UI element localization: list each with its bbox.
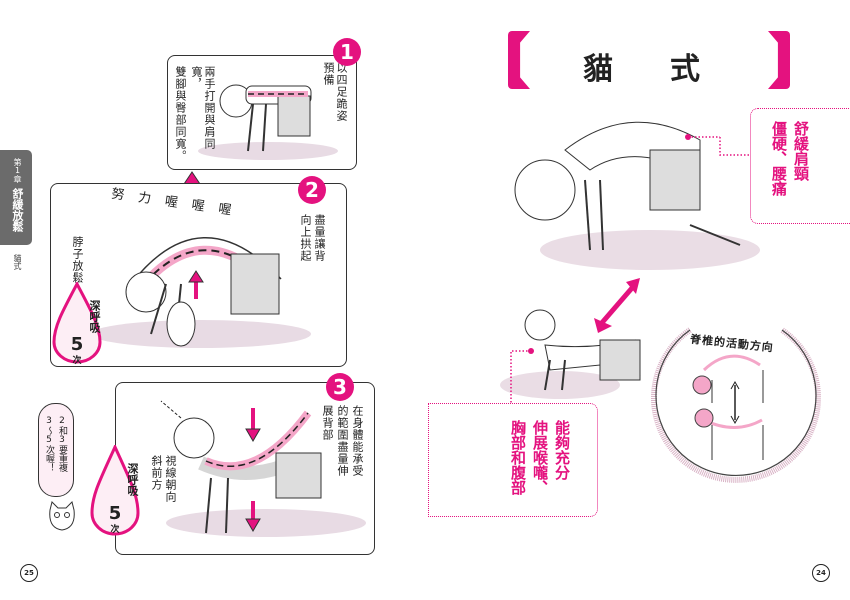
step1-title: 以四足跪姿預備 <box>322 62 348 122</box>
step2-badge: 2 <box>298 176 326 204</box>
step2-title-1: 盡量讓背 <box>313 214 326 262</box>
benefit-bottom-line-3: 胸部和腹部 <box>509 420 527 495</box>
step1-panel: 以四足跪姿預備 兩手打開與肩同寬， 雙腳與臀部同寬。 <box>167 55 357 170</box>
step3-breath-drop: 深呼吸 5 次 <box>90 445 140 537</box>
bubble-line-1: 2和3要重複 <box>57 416 67 472</box>
neck-relax-note: 脖子放鬆 <box>71 236 84 284</box>
chapter-label: 第1章 <box>13 158 22 183</box>
page-title-char-2: 式 <box>670 52 700 87</box>
page-number-left: 25 <box>20 564 38 582</box>
chapter-side-tab: 第1章 舒緩放鬆 <box>0 150 32 245</box>
breath-unit: 次 <box>72 356 82 366</box>
benefit-top-line-1: 舒緩肩頸 <box>792 121 810 181</box>
breath-count: 5 <box>70 334 84 355</box>
benefit-bottom-line-2: 伸展喉嚨、 <box>531 420 549 495</box>
step2-illustration <box>91 237 311 348</box>
breath-count: 5 <box>108 503 122 524</box>
sub-section-label: 貓式 <box>13 254 22 270</box>
breath-label: 深呼吸 <box>126 463 139 496</box>
title-bracket-right <box>768 31 790 89</box>
gaze-note-2: 斜前方 <box>150 455 163 491</box>
breath-label: 深呼吸 <box>88 300 101 333</box>
step2-panel: 努力喔喔喔 盡量讓背 向上拱起 脖子放鬆 <box>50 183 347 367</box>
benefit-bottom-line-1: 能夠充分 <box>553 420 571 480</box>
section-label: 舒緩放鬆 <box>11 188 24 232</box>
benefit-bottom-callout: 能夠充分 伸展喉嚨、 胸部和腹部 <box>428 403 598 517</box>
benefit-top-line-2: 僵硬、腰痛 <box>770 121 788 196</box>
cat-speech-bubble: 2和3要重複 3～5次喔！ <box>38 403 74 497</box>
step3-title-3: 展背部 <box>321 405 334 441</box>
step3-panel: 在身體能承受 的範圍盡量伸 展背部 視線朝向 斜前方 <box>115 382 375 555</box>
title-bracket-left <box>508 31 530 89</box>
step1-illustration <box>198 84 338 160</box>
step1-note-2: 雙腳與臀部同寬。 <box>174 66 187 162</box>
step1-note-1: 兩手打開與肩同寬， <box>190 66 216 150</box>
page-number-right: 24 <box>812 564 830 582</box>
step1-badge: 1 <box>333 38 361 66</box>
bubble-line-2: 3～5次喔！ <box>44 416 54 472</box>
benefit-top-callout: 舒緩肩頸 僵硬、腰痛 <box>750 108 850 224</box>
page-title-char-1: 貓 <box>583 52 613 87</box>
step3-badge: 3 <box>326 373 354 401</box>
gaze-note-1: 視線朝向 <box>164 455 177 503</box>
step3-title-1: 在身體能承受 <box>351 405 364 477</box>
breath-unit: 次 <box>110 525 120 535</box>
spine-diagram-label: 脊椎的活動方向 <box>689 332 775 355</box>
step3-illustration <box>160 400 366 537</box>
step2-title-2: 向上拱起 <box>299 214 312 262</box>
step3-title-2: 的範圍盡量伸 <box>336 405 349 477</box>
step2-breath-drop: 深呼吸 5 次 <box>52 282 102 366</box>
